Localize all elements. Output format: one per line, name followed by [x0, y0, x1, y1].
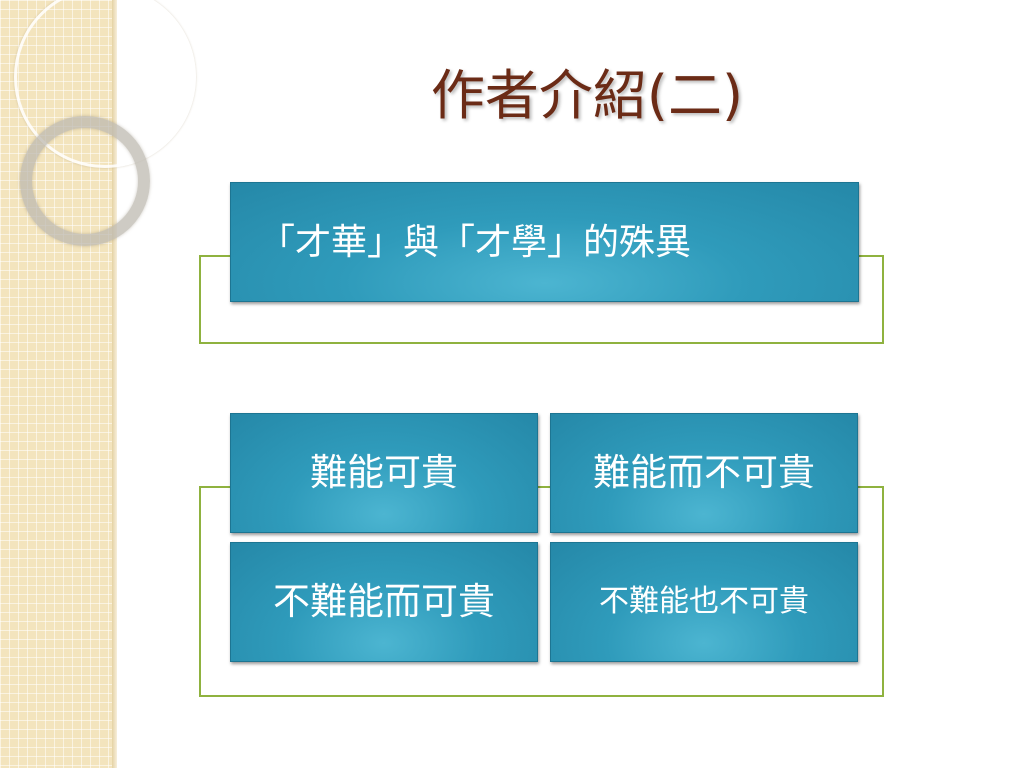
side-strip-edge — [112, 0, 117, 768]
grid-group-frame — [199, 486, 884, 697]
grid-cell-label: 難能而不可貴 — [593, 450, 815, 494]
decorative-ring-small — [20, 116, 150, 246]
grid-cell-label: 難能可貴 — [310, 450, 458, 494]
grid-cell-bottom-right[interactable]: 不難能也不可貴 — [550, 542, 858, 662]
grid-cell-bottom-left[interactable]: 不難能而可貴 — [230, 542, 538, 662]
grid-cell-top-right[interactable]: 難能而不可貴 — [550, 413, 858, 533]
grid-cell-top-left[interactable]: 難能可貴 — [230, 413, 538, 533]
comparison-header-label: 「才華」與「才學」的殊異 — [259, 222, 692, 263]
slide-title: 作者介紹(二) — [430, 64, 744, 127]
comparison-header-box[interactable]: 「才華」與「才學」的殊異 — [230, 182, 859, 302]
grid-cell-label: 不難能而可貴 — [273, 579, 495, 623]
grid-cell-label: 不難能也不可貴 — [599, 584, 809, 619]
